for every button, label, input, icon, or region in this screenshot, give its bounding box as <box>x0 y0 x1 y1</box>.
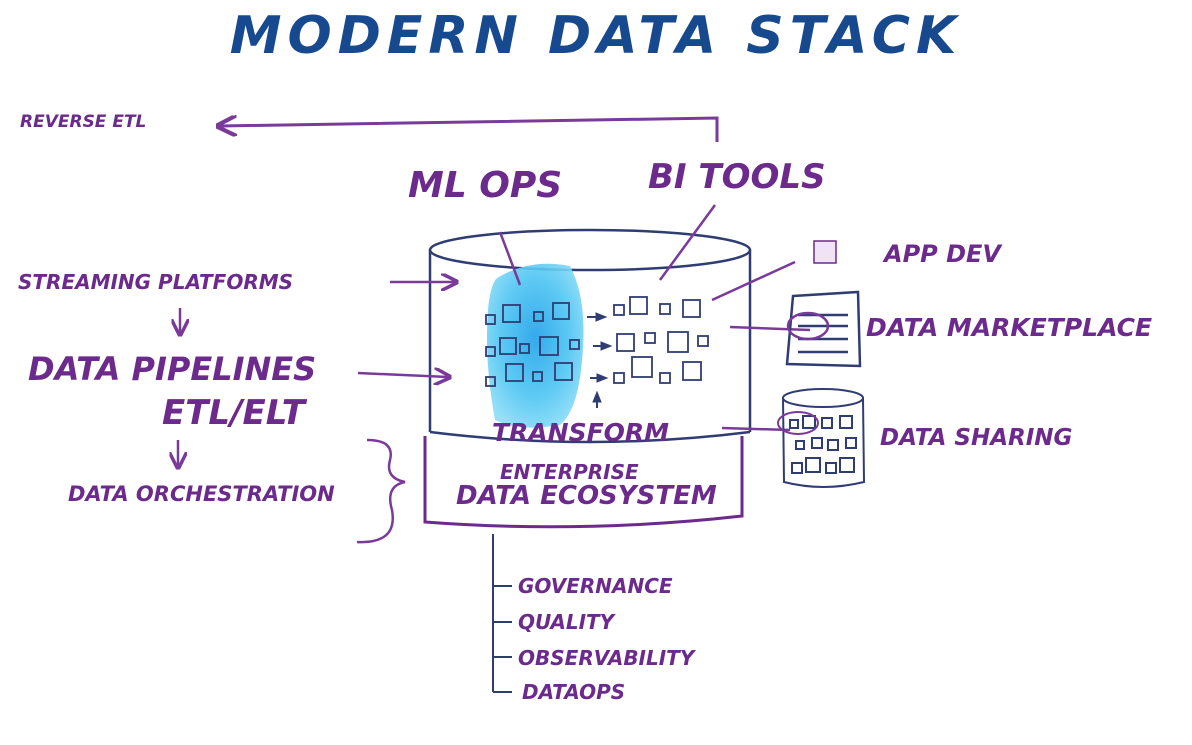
label-data-ecosystem: Data Ecosystem <box>456 481 717 511</box>
reverse-etl-arrow <box>220 118 719 142</box>
enterprise-data-cylinder <box>423 228 752 529</box>
data-sharing-cylinder-icon <box>777 388 866 488</box>
quality-item: Quality <box>518 610 615 634</box>
transform-arrows <box>587 312 613 408</box>
observability-item: Observability <box>518 646 695 670</box>
diagram-title: Modern Data Stack <box>229 6 963 66</box>
mlops-highlight <box>486 263 584 428</box>
label-bi-tools: BI Tools <box>648 157 826 197</box>
label-data-sharing: Data Sharing <box>880 425 1073 451</box>
data-squares <box>485 296 709 387</box>
label-data-orchestration: Data Orchestration <box>68 482 335 506</box>
label-mlops: ML Ops <box>408 165 563 206</box>
label-enterprise: Enterprise <box>500 460 639 484</box>
governance-item: Governance <box>518 574 673 598</box>
label-reverse-etl: Reverse ETL <box>20 112 147 132</box>
app-dev-icon <box>813 240 837 264</box>
label-streaming-platforms: Streaming Platforms <box>18 270 294 294</box>
label-data-pipelines: Data Pipelines <box>28 350 317 388</box>
dataops-item: DataOps <box>522 680 626 704</box>
label-app-dev: App Dev <box>884 240 1001 268</box>
label-transform: Transform <box>492 418 670 447</box>
governance-bracket <box>492 534 512 693</box>
label-etl-elt: ETL/ELT <box>162 393 305 433</box>
label-data-marketplace: Data Marketplace <box>866 313 1153 342</box>
marketplace-document-icon <box>785 290 862 368</box>
pointer-lines <box>178 204 811 544</box>
